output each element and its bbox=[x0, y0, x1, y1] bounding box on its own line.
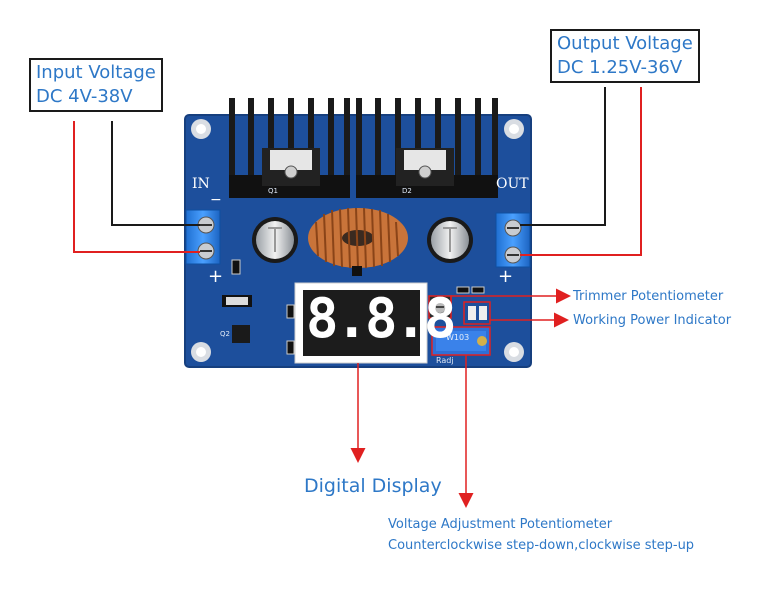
output-capacitor bbox=[427, 217, 473, 263]
transistor-q1 bbox=[262, 148, 320, 186]
out-label: OUT bbox=[496, 176, 529, 192]
in-plus-label: + bbox=[208, 266, 224, 287]
input-voltage-title: Input Voltage bbox=[36, 62, 156, 83]
output-voltage-box: Output Voltage DC 1.25V-36V bbox=[550, 29, 700, 83]
out-plus-label: + bbox=[498, 266, 514, 287]
input-wires bbox=[73, 121, 200, 253]
q2-label: Q2 bbox=[220, 330, 230, 338]
trimmer-potentiometer bbox=[428, 295, 452, 319]
input-voltage-box: Input Voltage DC 4V-38V bbox=[29, 58, 163, 112]
in-label: IN bbox=[192, 176, 210, 192]
input-capacitor bbox=[252, 217, 298, 263]
smd-components bbox=[222, 259, 485, 355]
voltage-adjustment-potentiometer bbox=[431, 326, 491, 356]
input-voltage-range: DC 4V-38V bbox=[36, 86, 133, 107]
q1-label: Q1 bbox=[268, 187, 278, 195]
pot-code-label: W103 bbox=[446, 333, 470, 342]
adjustment-pot-label-1: Voltage Adjustment Potentiometer bbox=[388, 517, 613, 532]
annotation-arrows bbox=[350, 288, 571, 508]
radj-label: Radj bbox=[436, 356, 454, 365]
display-digits: 8.8.8 bbox=[306, 287, 457, 350]
d2-label: D2 bbox=[402, 187, 412, 195]
input-terminal bbox=[185, 209, 221, 265]
diode-d2 bbox=[396, 148, 454, 186]
pcb-board bbox=[184, 98, 532, 368]
trimmer-potentiometer-label: Trimmer Potentiometer bbox=[573, 289, 724, 304]
output-wires bbox=[520, 87, 642, 256]
power-indicator-led bbox=[463, 301, 491, 325]
output-voltage-range: DC 1.25V-36V bbox=[557, 57, 683, 78]
power-indicator-label: Working Power Indicator bbox=[573, 313, 732, 328]
in-minus-label: − bbox=[210, 192, 222, 208]
adjustment-pot-label-2: Counterclockwise step-down,clockwise ste… bbox=[388, 538, 695, 553]
mounting-hole-icon bbox=[191, 119, 524, 362]
digital-display-label: Digital Display bbox=[304, 475, 442, 497]
output-terminal bbox=[495, 212, 531, 268]
output-voltage-title: Output Voltage bbox=[557, 33, 693, 54]
digital-display bbox=[294, 282, 428, 364]
toroidal-inductor bbox=[308, 207, 408, 276]
